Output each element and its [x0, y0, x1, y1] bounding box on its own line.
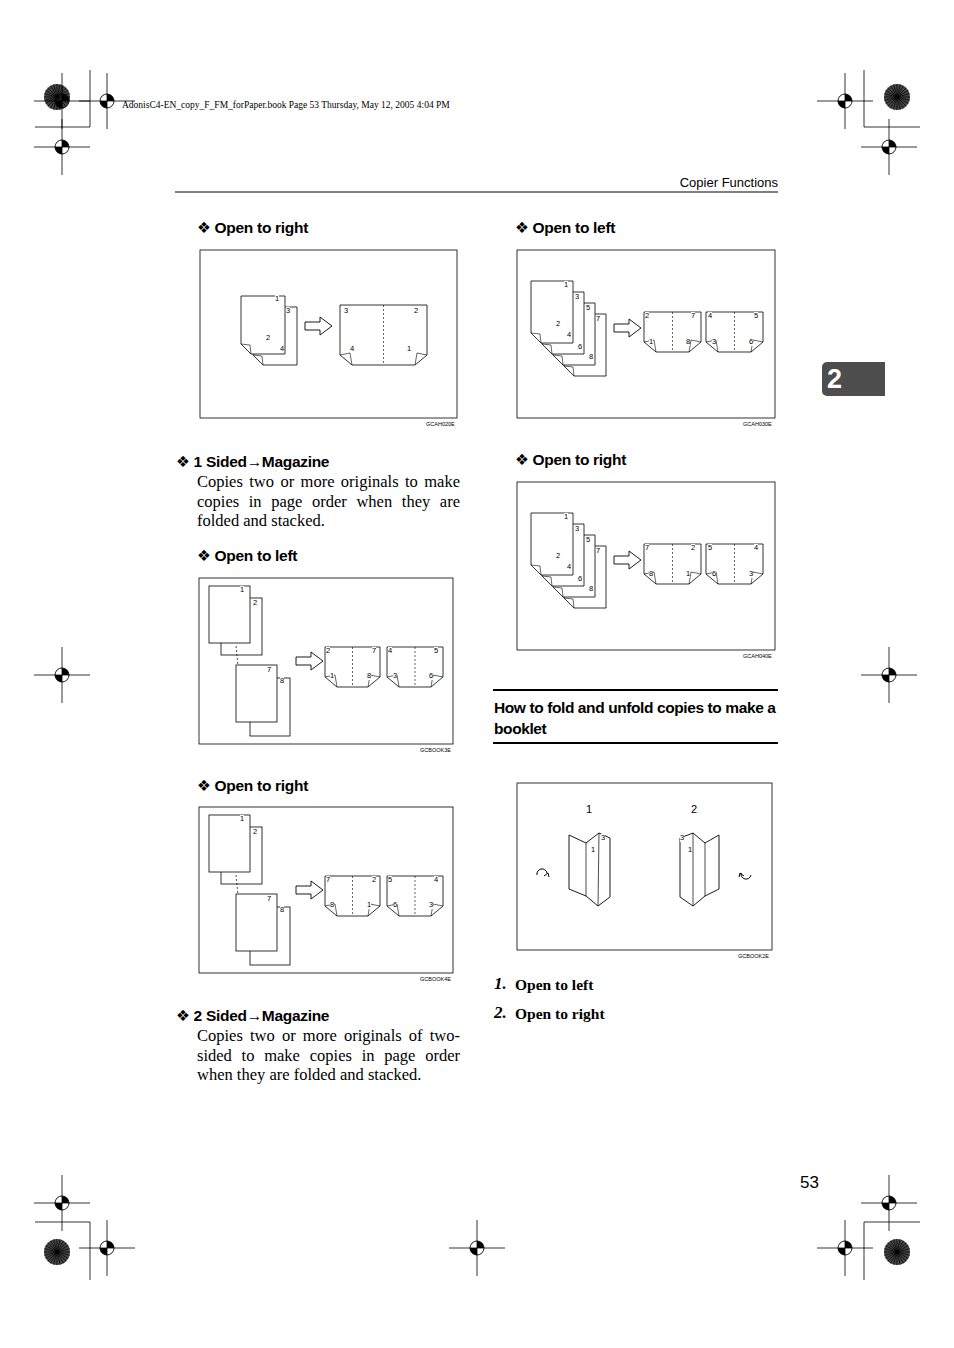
page-digit: 8	[589, 353, 593, 361]
list-number: 2.	[494, 1003, 507, 1023]
figure-code: GCBOOK2E	[738, 953, 769, 959]
page-digit: 3	[601, 834, 605, 842]
page-digit: 2	[253, 828, 257, 836]
page-digit: 6	[578, 575, 582, 583]
page-digit: 8	[367, 672, 371, 680]
page-digit: 3	[344, 307, 348, 315]
section-heading: ❖ 2 Sided→Magazine	[176, 1007, 329, 1025]
page-digit: 1	[564, 513, 568, 521]
page-digit: 1	[591, 846, 595, 854]
page-digit: 3	[575, 293, 579, 301]
page-digit: 4	[708, 312, 712, 320]
figure-code: GCBOOK3E	[420, 747, 451, 753]
page-digit: 4	[567, 331, 571, 339]
page-digit: 8	[686, 338, 690, 346]
list-item: Open to left	[515, 976, 593, 994]
page-digit: 4	[350, 345, 354, 353]
page-digit: 1	[564, 281, 568, 289]
page-digit: 7	[326, 876, 330, 884]
page-digit: 1	[688, 846, 692, 854]
page-digit: 4	[434, 876, 438, 884]
file-info: AdonisC4-EN_copy_F_FM_forPaper.book Page…	[122, 100, 450, 110]
page-digit: 4	[280, 345, 284, 353]
page-digit: 5	[754, 312, 758, 320]
page-digit: 4	[388, 647, 392, 655]
page-digit: 5	[388, 876, 392, 884]
page-digit: 1	[686, 570, 690, 578]
figure-code: GCBOOK4E	[420, 976, 451, 982]
section-heading: ❖ Open to left	[515, 219, 615, 237]
page-digit: 8	[330, 901, 334, 909]
page-digit: 5	[708, 544, 712, 552]
page-digit: 1	[367, 901, 371, 909]
page-digit: 1	[275, 295, 279, 303]
section-heading: ❖ Open to left	[197, 547, 297, 565]
page-digit: 2	[266, 334, 270, 342]
figure-code: GCAH030E	[743, 421, 772, 427]
list-item: Open to right	[515, 1005, 605, 1023]
page-digit: 3	[575, 525, 579, 533]
page-digit: 3	[712, 338, 716, 346]
page-digit: 3	[429, 901, 433, 909]
section-heading: ❖ 1 Sided→Magazine	[176, 453, 329, 471]
figure-code: GCAH040E	[743, 653, 772, 659]
page-digit: 7	[267, 666, 271, 674]
list-number: 1.	[494, 974, 507, 994]
body-text: Copies two or more originals of two-side…	[197, 1026, 460, 1085]
page-digit: 3	[680, 834, 684, 842]
page-digit: 8	[280, 906, 284, 914]
page-digit: 6	[429, 672, 433, 680]
page-digit: 5	[586, 304, 590, 312]
page-digit: 2	[645, 312, 649, 320]
page-digit: 3	[393, 672, 397, 680]
page-digit: 7	[596, 315, 600, 323]
page-digit: 7	[596, 547, 600, 555]
page-digit: 5	[586, 536, 590, 544]
page-digit: 6	[712, 570, 716, 578]
body-text: Copies two or more originals to make cop…	[197, 472, 460, 531]
page-digit: 1	[407, 345, 411, 353]
page-digit: 6	[749, 338, 753, 346]
figure-code: GCAH020E	[426, 421, 455, 427]
page-digit: 3	[749, 570, 753, 578]
page-digit: 2	[556, 320, 560, 328]
section-heading: ❖ Open to right	[197, 777, 308, 795]
page-digit: 2	[556, 552, 560, 560]
page-digit: 1	[240, 586, 244, 594]
page-digit: 8	[649, 570, 653, 578]
section-heading: ❖ Open to right	[197, 219, 308, 237]
page-digit: 2	[691, 544, 695, 552]
chapter-number: 2	[822, 362, 885, 396]
page-digit: 7	[267, 895, 271, 903]
page-digit: 2	[326, 647, 330, 655]
page-digit: 8	[280, 677, 284, 685]
page-digit: 2	[372, 876, 376, 884]
page-digit: 7	[645, 544, 649, 552]
page-digit: 2	[253, 599, 257, 607]
page-digit: 7	[691, 312, 695, 320]
page-digit: 1	[240, 815, 244, 823]
page-digit: 6	[393, 901, 397, 909]
section-heading: ❖ Open to right	[515, 451, 626, 469]
page-digit: 4	[754, 544, 758, 552]
page-digit: 7	[372, 647, 376, 655]
page-digit: 2	[414, 307, 418, 315]
page-digit: 4	[567, 563, 571, 571]
step-number: 1	[586, 803, 592, 815]
subsection-heading: How to fold and unfold copies to make a …	[494, 697, 782, 739]
chapter-tab: 2	[822, 362, 885, 396]
page-number: 53	[800, 1173, 819, 1193]
page-digit: 1	[649, 338, 653, 346]
page-digit: 1	[330, 672, 334, 680]
page-digit: 5	[434, 647, 438, 655]
page-digit: 6	[578, 343, 582, 351]
running-header: Copier Functions	[680, 175, 778, 190]
page-digit: 3	[286, 307, 290, 315]
page-digit: 8	[589, 585, 593, 593]
step-number: 2	[691, 803, 697, 815]
